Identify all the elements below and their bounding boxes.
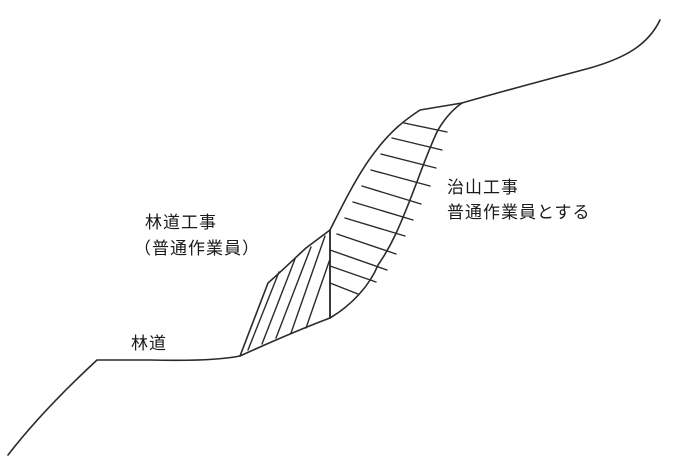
road-work-zone-outline <box>239 229 331 357</box>
road-work-hatching <box>247 235 331 351</box>
forest-road-work-label: 林道工事 <box>145 213 217 233</box>
forest-road-label: 林道 <box>131 334 167 354</box>
ground-profile-line <box>7 19 661 456</box>
erosion-control-zone-outline <box>329 102 463 231</box>
erosion-control-work-label: 治山工事 <box>447 178 519 198</box>
erosion-control-hatching <box>329 122 448 295</box>
erosion-control-worker-label: 普通作業員とする <box>447 203 591 223</box>
forest-road-work-worker-label: （普通作業員） <box>134 239 260 259</box>
